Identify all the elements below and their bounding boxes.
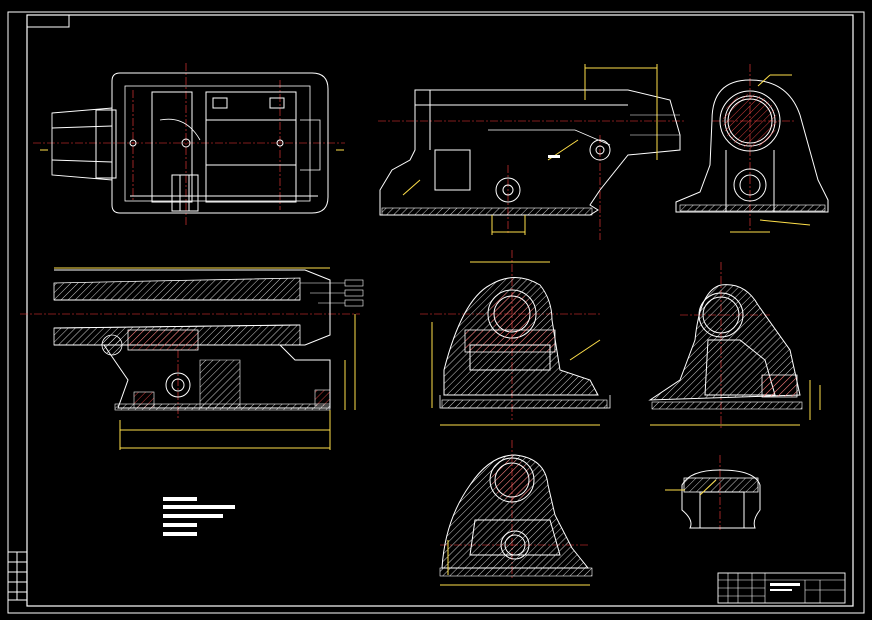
text-block [163, 497, 235, 536]
top-view [33, 63, 345, 225]
sheet-border [7, 11, 865, 614]
section-c [439, 440, 593, 586]
detail-view [665, 455, 761, 530]
front-view [378, 64, 685, 240]
section-b [648, 262, 821, 430]
revision-strip [7, 551, 28, 601]
side-view [675, 64, 829, 233]
section-view [20, 267, 364, 450]
title-block [717, 572, 846, 604]
section-a [420, 250, 611, 426]
